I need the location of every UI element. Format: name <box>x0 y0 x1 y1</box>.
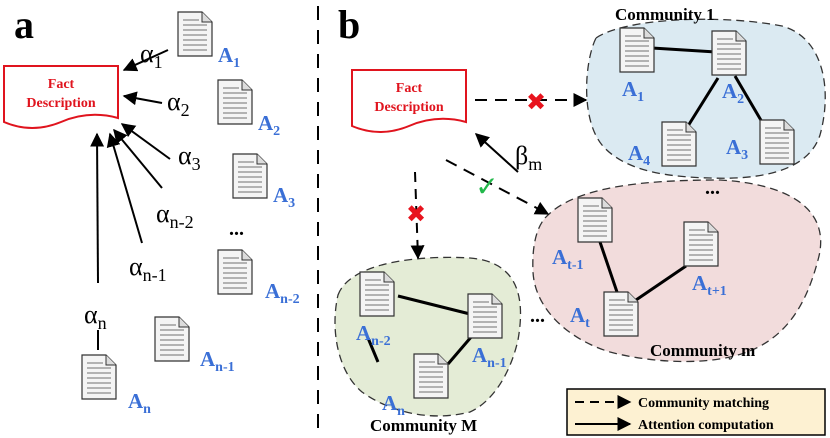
document-icon <box>577 197 613 243</box>
fact-line1: Fact <box>396 81 423 96</box>
community-1-edges <box>651 46 764 127</box>
legend-attention: Attention computation <box>638 418 774 433</box>
alpha-1: α1 <box>140 39 163 72</box>
svg-text:An-1: An-1 <box>472 343 507 371</box>
svg-text:A4: A4 <box>628 141 650 169</box>
document-icon <box>217 79 253 125</box>
document-icon <box>177 11 213 57</box>
community-M-edges <box>366 294 474 365</box>
fact-line1: Fact <box>48 77 75 92</box>
doc-an-label: An <box>128 389 151 417</box>
c1-doc-a4: A4 <box>628 121 697 169</box>
document-icon <box>232 153 268 199</box>
doc-an2-label: An-2 <box>265 279 300 307</box>
doc-a1: A1 <box>177 11 240 71</box>
arrow-an1 <box>106 132 143 244</box>
svg-text:A1: A1 <box>622 77 644 105</box>
document-icon <box>81 354 117 400</box>
alpha-3: α3 <box>178 141 201 174</box>
ellipsis-a: ... <box>229 218 244 240</box>
check-mark-cm: ✓ <box>475 170 498 203</box>
document-icon <box>217 249 253 295</box>
cM-doc-an1: An-1 <box>467 293 507 371</box>
document-icon <box>759 119 795 165</box>
fact-line2: Description <box>26 96 95 111</box>
doc-an1: An-1 <box>154 316 235 375</box>
cM-doc-an2: An-2 <box>356 271 395 349</box>
community-M-label: Community M <box>370 416 477 435</box>
svg-text:An: An <box>382 391 405 419</box>
c1-doc-a2: A2 <box>711 30 747 107</box>
community-m-edges <box>598 241 687 302</box>
panel-b-letter: b <box>338 2 360 47</box>
arrow-a3 <box>120 123 171 160</box>
arrow-an <box>90 132 105 284</box>
cm-doc-atp1: At+1 <box>683 221 727 299</box>
svg-text:At-1: At-1 <box>552 245 584 273</box>
document-icon <box>413 353 449 399</box>
svg-text:An-2: An-2 <box>356 321 391 349</box>
cM-doc-an: An <box>382 353 449 419</box>
attention-arrows-a <box>90 49 171 350</box>
document-icon <box>154 316 190 362</box>
svg-text:A3: A3 <box>726 135 748 163</box>
svg-text:At+1: At+1 <box>692 271 727 299</box>
fact-description-a: Fact Description <box>3 65 119 129</box>
arrow-a1 <box>122 49 169 72</box>
svg-text:At: At <box>570 303 590 331</box>
cm-doc-at1: At-1 <box>552 197 613 273</box>
cross-mark-cM: ✖ <box>406 200 426 228</box>
doc-an2: An-2 <box>217 249 300 307</box>
attention-arrow-beta <box>474 133 519 173</box>
doc-a1-label: A1 <box>218 43 240 71</box>
ellipsis-b1: ... <box>705 177 720 199</box>
matching-arrows <box>410 93 588 260</box>
document-icon <box>467 293 503 339</box>
community-1-label: Community 1 <box>615 5 715 24</box>
alpha-n: αn <box>84 300 107 333</box>
legend: Community matching Attention computation <box>566 388 826 436</box>
arrow-a2 <box>122 91 163 106</box>
document-icon <box>711 30 747 76</box>
arrow-an2 <box>113 128 163 189</box>
document-icon <box>359 271 395 317</box>
document-icon <box>683 221 719 267</box>
cross-mark-c1: ✖ <box>526 88 546 116</box>
beta-m: βm <box>515 141 542 174</box>
legend-matching: Community matching <box>638 396 769 411</box>
ellipsis-b2: ... <box>530 305 545 327</box>
panel-a-letter: a <box>14 2 34 47</box>
document-icon <box>619 27 655 73</box>
svg-text:A2: A2 <box>722 79 744 107</box>
document-icon <box>661 121 697 167</box>
alpha-2: α2 <box>167 87 190 120</box>
match-arrow-cM <box>410 171 425 260</box>
fact-description-b: Fact Description <box>351 69 467 133</box>
doc-a3: A3 <box>232 153 295 211</box>
cm-doc-at: At <box>570 291 639 337</box>
doc-an1-label: An-1 <box>200 347 235 375</box>
doc-a3-label: A3 <box>273 183 295 211</box>
doc-an: An <box>81 354 151 417</box>
alpha-n1: αn-1 <box>129 252 167 285</box>
fact-line2: Description <box>374 100 443 115</box>
c1-doc-a1: A1 <box>619 27 655 105</box>
document-icon <box>603 291 639 337</box>
community-m-label: Community m <box>650 341 755 360</box>
alpha-n2: αn-2 <box>156 199 194 232</box>
doc-a2-label: A2 <box>258 111 280 139</box>
c1-doc-a3: A3 <box>726 119 795 165</box>
doc-a2: A2 <box>217 79 280 139</box>
